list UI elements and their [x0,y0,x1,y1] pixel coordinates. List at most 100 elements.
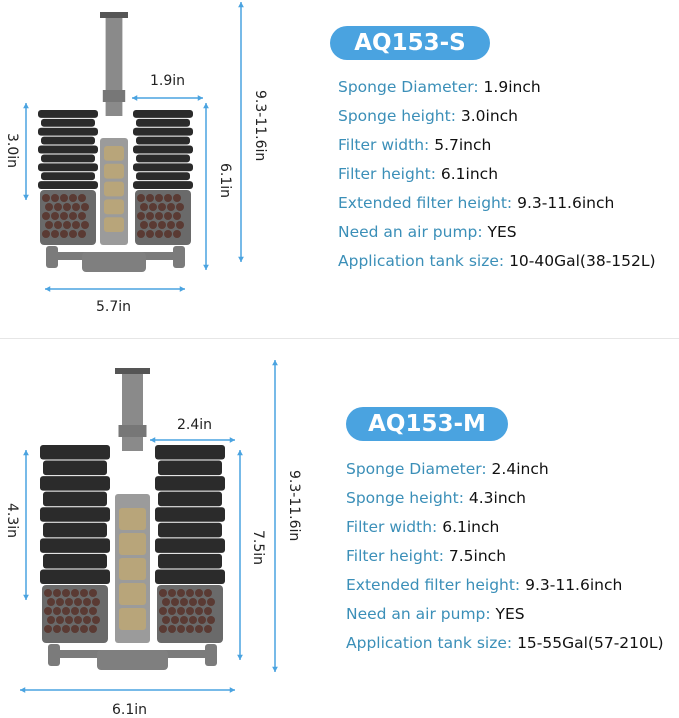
spec-row: Sponge Diameter: 1.9inch [338,73,656,102]
bio-ball [207,598,215,606]
sponge-ring [38,127,98,136]
bio-ball [44,625,52,633]
arrowhead-icon [272,360,278,366]
spec-label: Extended filter height: [338,194,513,212]
sponge-ring [158,522,222,538]
bio-ball [56,616,64,624]
bio-ball [92,616,100,624]
tube-collar [118,425,147,437]
bio-ball [137,194,145,202]
bio-ball [177,607,185,615]
spec-value: 6.1inch [440,165,499,183]
bio-ball [173,212,181,220]
bio-ball [180,616,188,624]
arrowhead-icon [237,654,243,660]
spec-value: 7.5inch [448,547,507,565]
bio-ball [186,589,194,597]
spec-label: Sponge Diameter: [346,460,487,478]
ceramic-ring [104,217,124,232]
bio-ball [80,625,88,633]
bio-ball [71,589,79,597]
sponge-ring [38,163,98,172]
tube-collar [102,90,126,102]
bio-ball [81,203,89,211]
sponge-ring [155,476,225,491]
bio-ball [42,230,50,238]
arrowhead-icon [23,594,29,600]
bio-ball [167,221,175,229]
sponge-ring [40,538,110,553]
spec-label: Need an air pump: [346,605,491,623]
bio-ball [60,212,68,220]
sponge-ring [133,181,193,189]
bio-ball [159,589,167,597]
bio-ball [140,203,148,211]
spec-label: Filter width: [338,136,430,154]
arrowhead-icon [229,687,235,693]
bio-ball [176,221,184,229]
spec-row: Filter height: 6.1inch [338,160,656,189]
spec-row: Need an air pump: YES [346,600,664,629]
ceramic-ring [104,163,124,179]
bio-ball [207,616,215,624]
dim-extended-height-s: 9.3-11.6in [252,90,268,162]
arrowhead-icon [237,450,243,456]
bio-ball [47,598,55,606]
bio-ball [198,598,206,606]
spec-row: Extended filter height: 9.3-11.6inch [346,571,664,600]
bio-ball [56,598,64,606]
sponge-ring [40,569,110,584]
bio-ball [146,230,154,238]
bio-ball [42,194,50,202]
bio-ball [195,625,203,633]
bio-ball [78,230,86,238]
spec-row: Application tank size: 10-40Gal(38-152L) [338,247,656,276]
bio-ball [137,230,145,238]
bio-ball [89,625,97,633]
bio-ball [54,221,62,229]
sponge-ring [41,136,95,145]
bio-ball [54,203,62,211]
spec-row: Application tank size: 15-55Gal(57-210L) [346,629,664,658]
bio-ball [137,212,145,220]
ceramic-ring [104,199,124,215]
spec-label: Extended filter height: [346,576,521,594]
spec-value: 9.3-11.6inch [517,194,615,212]
sponge-ring [43,522,107,538]
bio-ball [51,230,59,238]
spec-label: Filter height: [338,165,436,183]
bio-ball [83,598,91,606]
tube-cap [100,12,128,18]
bio-ball [177,589,185,597]
dim-sponge-height-s: 3.0in [4,133,20,169]
bio-ball [51,212,59,220]
arrowhead-icon [238,256,244,262]
bio-ball [69,230,77,238]
bio-ball [149,203,157,211]
arrowhead-icon [238,2,244,8]
sponge-ring [43,460,107,476]
bio-ball [83,616,91,624]
sponge-ring [155,538,225,553]
bio-ball [186,625,194,633]
spec-value: 6.1inch [442,518,500,536]
bio-ball [204,625,212,633]
bio-ball [80,589,88,597]
bio-ball [60,194,68,202]
bio-ball [162,616,170,624]
bio-ball [171,616,179,624]
bio-ball [189,616,197,624]
arrowhead-icon [150,437,156,443]
section-divider [0,338,679,339]
bio-ball [71,607,79,615]
base-elbow [173,246,185,268]
spec-row: Sponge height: 3.0inch [338,102,656,131]
arrowhead-icon [23,450,29,456]
arrowhead-icon [23,103,29,109]
bio-ball [69,194,77,202]
sponge-ring [41,154,95,163]
spec-value: 2.4inch [491,460,549,478]
spec-row: Sponge Diameter: 2.4inch [346,455,664,484]
